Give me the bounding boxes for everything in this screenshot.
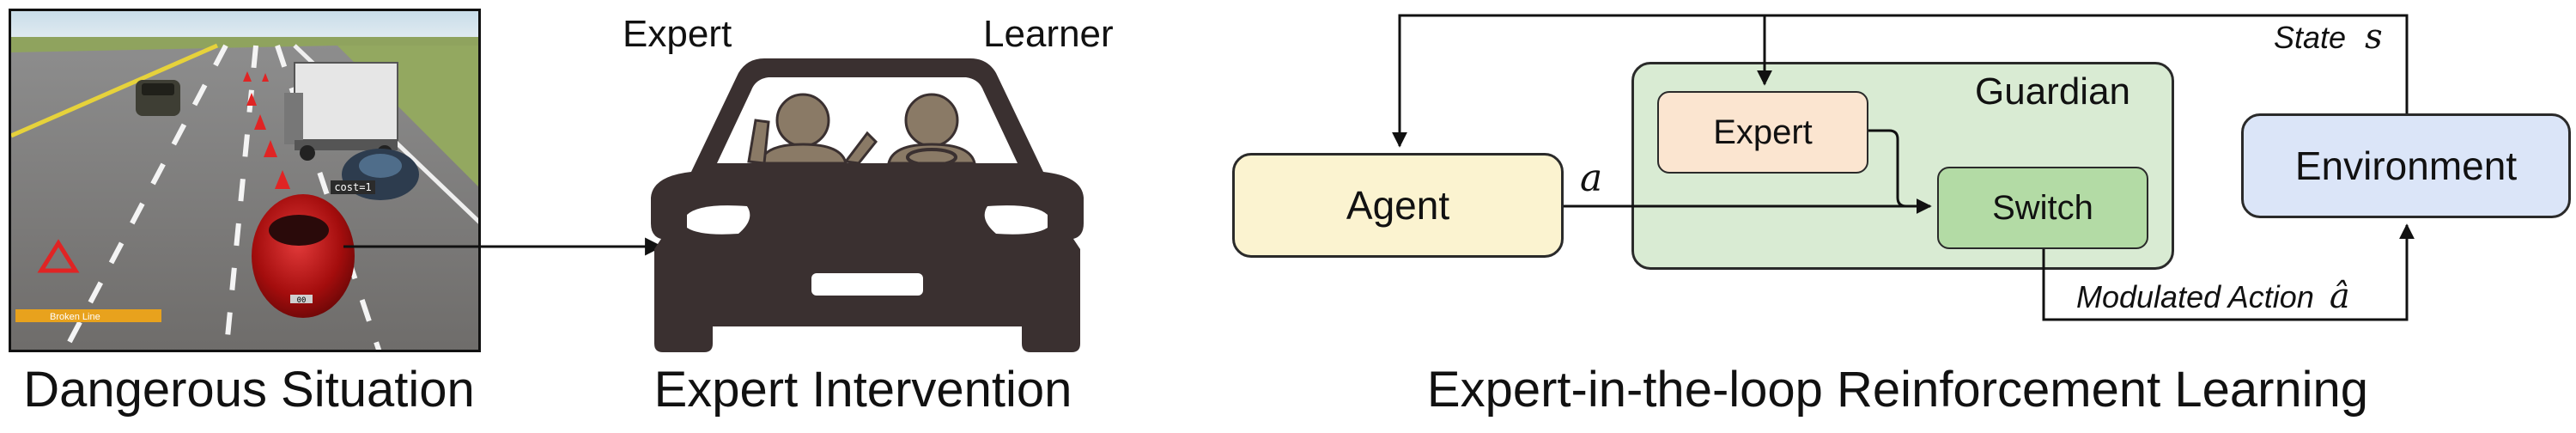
expert-intervention-caption: Expert Intervention: [653, 362, 1072, 418]
hud-label: Broken Line: [50, 312, 100, 322]
warning-triangle: [37, 239, 80, 273]
driving-scene-panel: cost=1 00 Broken Line: [9, 9, 481, 352]
state-label: State s: [2274, 17, 2383, 57]
truck: [284, 62, 398, 161]
grille: [811, 273, 923, 296]
left-headlight: [687, 205, 750, 235]
modulated-action-text: Modulated Action: [2076, 279, 2314, 314]
environment-box: Environment: [2241, 113, 2571, 218]
guardian-label: Guardian: [1975, 70, 2131, 113]
modulated-action-symbol: â: [2329, 277, 2350, 316]
distant-car: [136, 80, 180, 116]
steering-wheel-icon: [906, 148, 957, 167]
driving-scene-illustration: cost=1 00 Broken Line: [11, 11, 478, 350]
license-plate: 00: [297, 296, 307, 305]
learner-person-icon: [887, 93, 976, 165]
cost-label: cost=1: [334, 181, 371, 193]
expert-person-icon: [747, 93, 878, 165]
expert-box: Expert: [1657, 91, 1868, 174]
learner-label: Learner: [983, 13, 1114, 55]
state-text: State: [2274, 20, 2347, 55]
expert-label: Expert: [623, 13, 732, 55]
dangerous-situation-caption: Dangerous Situation: [23, 362, 475, 418]
action-symbol: a: [1580, 156, 1603, 200]
expert-in-the-loop-caption: Expert-in-the-loop Reinforcement Learnin…: [1426, 362, 2369, 418]
switch-box: Switch: [1937, 167, 2148, 249]
right-headlight: [984, 205, 1048, 235]
modulated-action-label: Modulated Action â: [2076, 277, 2350, 316]
agent-box: Agent: [1232, 153, 1564, 258]
state-symbol: s: [2365, 17, 2383, 57]
ego-car: 00: [252, 194, 355, 318]
